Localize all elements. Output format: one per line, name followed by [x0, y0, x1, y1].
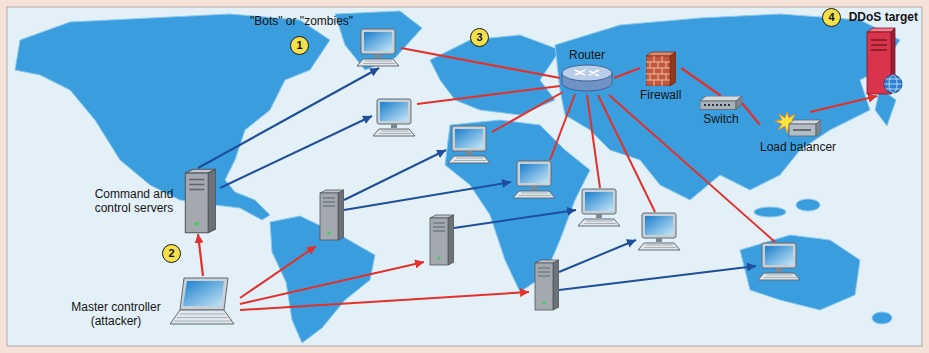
server-icon — [320, 190, 344, 240]
server-icon — [180, 168, 216, 234]
server-icon — [535, 260, 559, 310]
device-label: Switch — [703, 112, 738, 126]
device-label: Firewall — [640, 88, 681, 102]
switch-icon — [700, 96, 742, 110]
device-node: "Bots" or "zombies" — [250, 14, 401, 68]
callout-number: 1 — [290, 36, 309, 55]
botnet-links — [220, 86, 775, 310]
bot-computer — [373, 99, 415, 136]
device-label: DDoS target — [849, 10, 918, 24]
continents — [15, 11, 900, 343]
server-icon — [185, 169, 215, 232]
target-server — [867, 28, 902, 94]
device-node: DDoS target — [849, 10, 918, 96]
callout-number: 4 — [822, 8, 841, 27]
server-icon — [430, 215, 454, 265]
continent — [740, 235, 860, 310]
command-link — [220, 116, 372, 188]
control-arrow — [240, 292, 529, 310]
attack-traffic — [492, 92, 563, 132]
connector — [810, 96, 877, 112]
continent — [555, 14, 900, 200]
router-icon — [562, 65, 612, 91]
command-link — [559, 240, 636, 272]
device-label: Master controller (attacker) — [62, 300, 170, 328]
connectors — [198, 48, 877, 276]
switch-icon — [700, 96, 742, 110]
device-label: "Bots" or "zombies" — [250, 14, 353, 28]
device-node: Load balancer — [760, 112, 836, 154]
continent — [445, 120, 590, 292]
island — [796, 199, 820, 211]
control-arrow — [240, 262, 424, 304]
device-node: Switch — [700, 96, 742, 126]
connector — [681, 68, 721, 96]
bot-computer — [513, 161, 555, 198]
device-label: Load balancer — [760, 140, 836, 154]
island — [872, 312, 892, 324]
router-icon — [560, 64, 614, 92]
botnet-devices — [320, 99, 800, 310]
device-node: Firewall — [640, 50, 681, 102]
continent — [15, 14, 330, 220]
attack-traffic — [417, 86, 560, 104]
command-link — [344, 150, 446, 200]
device-node: Router — [560, 48, 614, 92]
bot-computer — [448, 126, 490, 163]
connector — [614, 68, 640, 78]
load-balancer-icon — [775, 112, 821, 136]
laptop-icon — [170, 276, 236, 328]
load-balancer-icon — [775, 112, 821, 138]
bot-computer — [638, 213, 680, 250]
connector — [742, 103, 760, 125]
connector — [198, 68, 379, 168]
device-node: Master controller (attacker) — [62, 276, 236, 328]
command-link — [344, 182, 511, 210]
command-link — [454, 210, 576, 228]
firewall-icon — [646, 52, 676, 86]
bot-computer — [578, 189, 620, 226]
connector — [198, 234, 203, 276]
connector — [401, 48, 560, 78]
callout-number: 3 — [470, 28, 489, 47]
bot-computer — [357, 28, 401, 68]
bot-computer — [758, 243, 800, 280]
firewall-icon — [646, 50, 676, 86]
attack-traffic — [587, 95, 600, 188]
laptop-icon — [170, 278, 234, 324]
callout-number: 2 — [162, 244, 181, 263]
attack-traffic — [609, 95, 775, 242]
ocean-panel — [7, 7, 922, 346]
attack-traffic — [550, 94, 575, 160]
target-server — [863, 26, 903, 96]
device-label: Command and control servers — [88, 187, 180, 215]
device-node: Command and control servers — [88, 168, 216, 234]
device-label: Router — [569, 48, 605, 62]
command-link — [559, 266, 756, 290]
island — [754, 207, 786, 217]
bot-computer — [357, 29, 399, 66]
